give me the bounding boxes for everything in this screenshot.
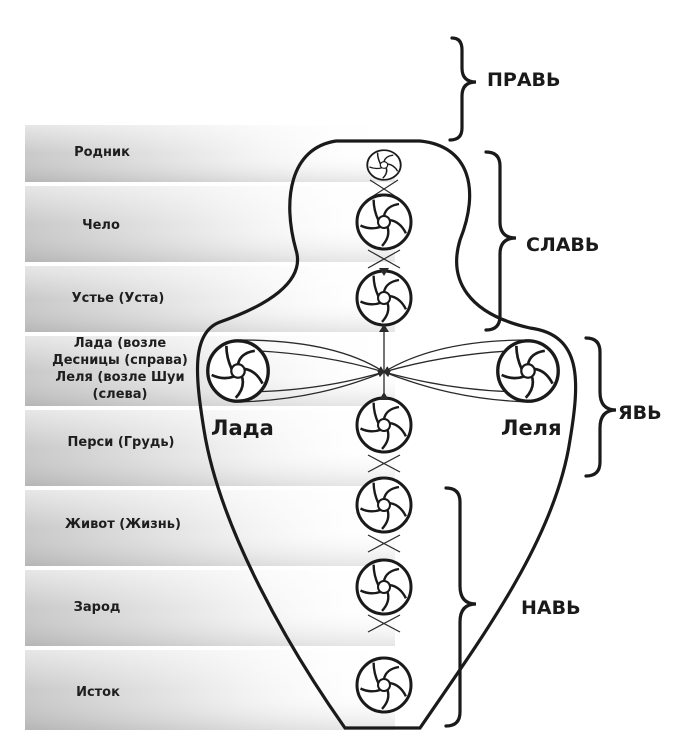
label-chelo: Чело — [82, 218, 120, 233]
realm-prav: ПРАВЬ — [487, 69, 561, 91]
brace-nav — [444, 486, 477, 728]
chakra-zhivot-icon — [355, 476, 413, 534]
label-istok: Исток — [76, 685, 120, 700]
chakra-connectors — [367, 179, 401, 633]
chakra-rodnik-icon — [366, 149, 402, 181]
label-lada-lelya: Лада (возле Десницы (справа) Леля (возле… — [52, 335, 188, 403]
label-lada-lelya-line-3: Леля (возле Шуи — [55, 370, 185, 385]
energy-arcs — [239, 330, 529, 403]
chakra-chelo-icon — [355, 193, 413, 251]
chakra-persi-icon — [355, 396, 413, 454]
realm-slav: СЛАВЬ — [526, 234, 600, 256]
brace-yav — [584, 336, 617, 478]
deity-lelya: Леля — [501, 416, 562, 440]
chakra-ustye-icon — [355, 269, 413, 327]
label-lada-lelya-line-4: (слева) — [92, 387, 148, 402]
chakra-istok-icon — [355, 656, 413, 714]
label-persi: Перси (Грудь) — [67, 435, 175, 450]
realm-nav: НАВЬ — [521, 597, 581, 619]
deity-lada: Лада — [211, 416, 274, 440]
brace-slav — [484, 150, 517, 332]
chakra-lada-icon — [206, 339, 270, 403]
label-zarod: Зарод — [73, 600, 121, 615]
background-bands — [25, 125, 395, 730]
column-arrows — [379, 268, 389, 400]
chakra-zarod-icon — [355, 558, 413, 616]
label-zhivot: Живот (Жизнь) — [65, 517, 181, 532]
realm-braces — [444, 36, 617, 728]
chakra-lelya-icon — [496, 339, 560, 403]
label-rodnik: Родник — [74, 145, 130, 160]
brace-prav — [448, 36, 477, 142]
body-outline — [195, 139, 578, 730]
realm-yav: ЯВЬ — [618, 402, 662, 424]
label-ustye: Устье (Уста) — [71, 291, 165, 306]
label-lada-lelya-line-2: Десницы (справа) — [52, 353, 188, 368]
label-lada-lelya-line-1: Лада (возле — [73, 336, 167, 351]
